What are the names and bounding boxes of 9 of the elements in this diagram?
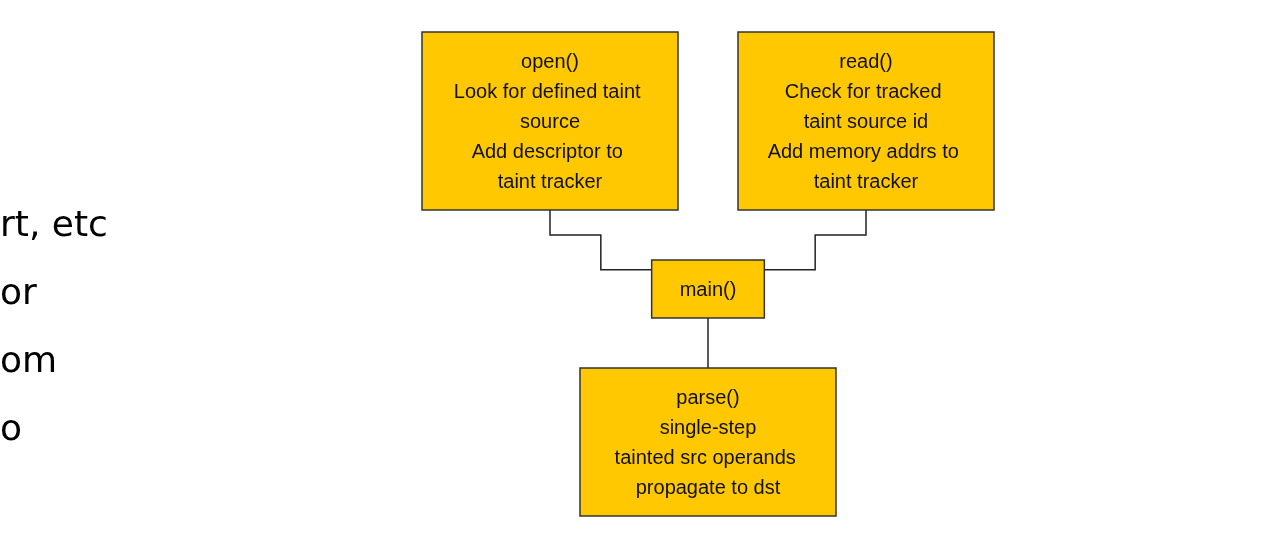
slide-text-fragment: or [0, 270, 38, 314]
slide-text-fragment: om [0, 338, 59, 382]
node-box: parse() single-step tainted src operands propagate to dst [579, 367, 837, 517]
node-box: read() Check for tracked taint source id Add memory addrs to taint tracker [737, 31, 995, 211]
connector [707, 317, 709, 369]
node-box: open() Look for defined taint source Add descriptor to taint tracker [421, 31, 679, 211]
slide-text-fragment: rt, etc [0, 202, 109, 246]
slide-text-fragment: o [0, 406, 24, 450]
node-box: main() [650, 259, 766, 319]
